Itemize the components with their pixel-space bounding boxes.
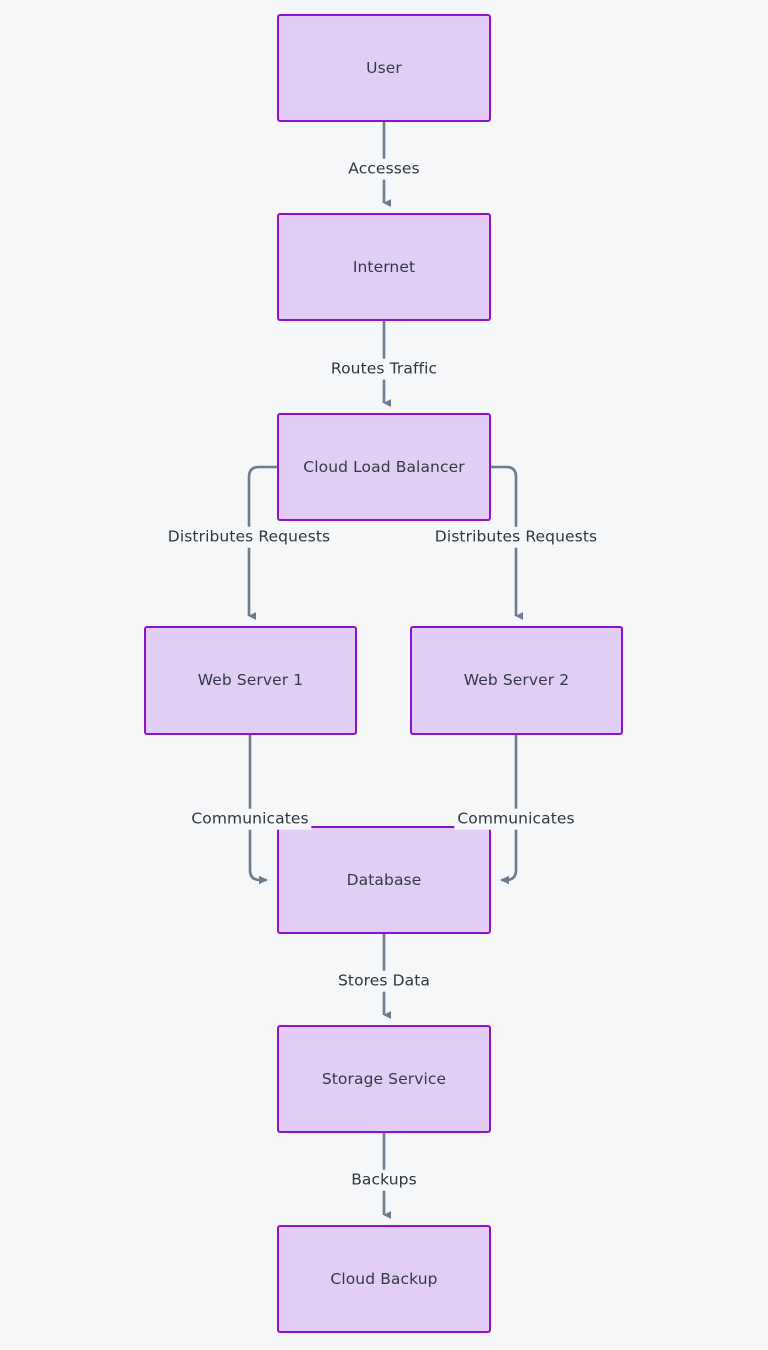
edge-label-routes-traffic: Routes Traffic	[327, 358, 441, 380]
edge-label-communicates-right: Communicates	[454, 808, 578, 830]
node-database[interactable]: Database	[277, 826, 491, 934]
node-web-server-1[interactable]: Web Server 1	[144, 626, 357, 735]
node-cloud-backup[interactable]: Cloud Backup	[277, 1225, 491, 1333]
node-cloud-load-balancer[interactable]: Cloud Load Balancer	[277, 413, 491, 521]
node-label-cloud-backup: Cloud Backup	[330, 1269, 438, 1288]
node-label-storage-service: Storage Service	[321, 1069, 447, 1088]
node-label-cloud-load-balancer: Cloud Load Balancer	[303, 457, 465, 476]
edge-webserver1-database	[248, 735, 268, 885]
node-label-internet: Internet	[352, 257, 416, 276]
edge-label-backups: Backups	[348, 1169, 420, 1191]
edge-webserver2-database	[500, 735, 518, 885]
edge-label-distributes-requests-right: Distributes Requests	[431, 526, 601, 548]
edge-label-communicates-left: Communicates	[188, 808, 312, 830]
node-label-user: User	[366, 58, 402, 77]
node-label-web-server-1: Web Server 1	[197, 671, 304, 690]
edge-label-accesses: Accesses	[345, 158, 423, 180]
node-label-web-server-2: Web Server 2	[463, 671, 570, 690]
edge-label-distributes-requests-left: Distributes Requests	[164, 526, 334, 548]
node-web-server-2[interactable]: Web Server 2	[410, 626, 623, 735]
edge-label-stores-data: Stores Data	[334, 970, 434, 992]
node-internet[interactable]: Internet	[277, 213, 491, 321]
node-storage-service[interactable]: Storage Service	[277, 1025, 491, 1133]
node-label-database: Database	[346, 870, 422, 889]
node-user[interactable]: User	[277, 14, 491, 122]
